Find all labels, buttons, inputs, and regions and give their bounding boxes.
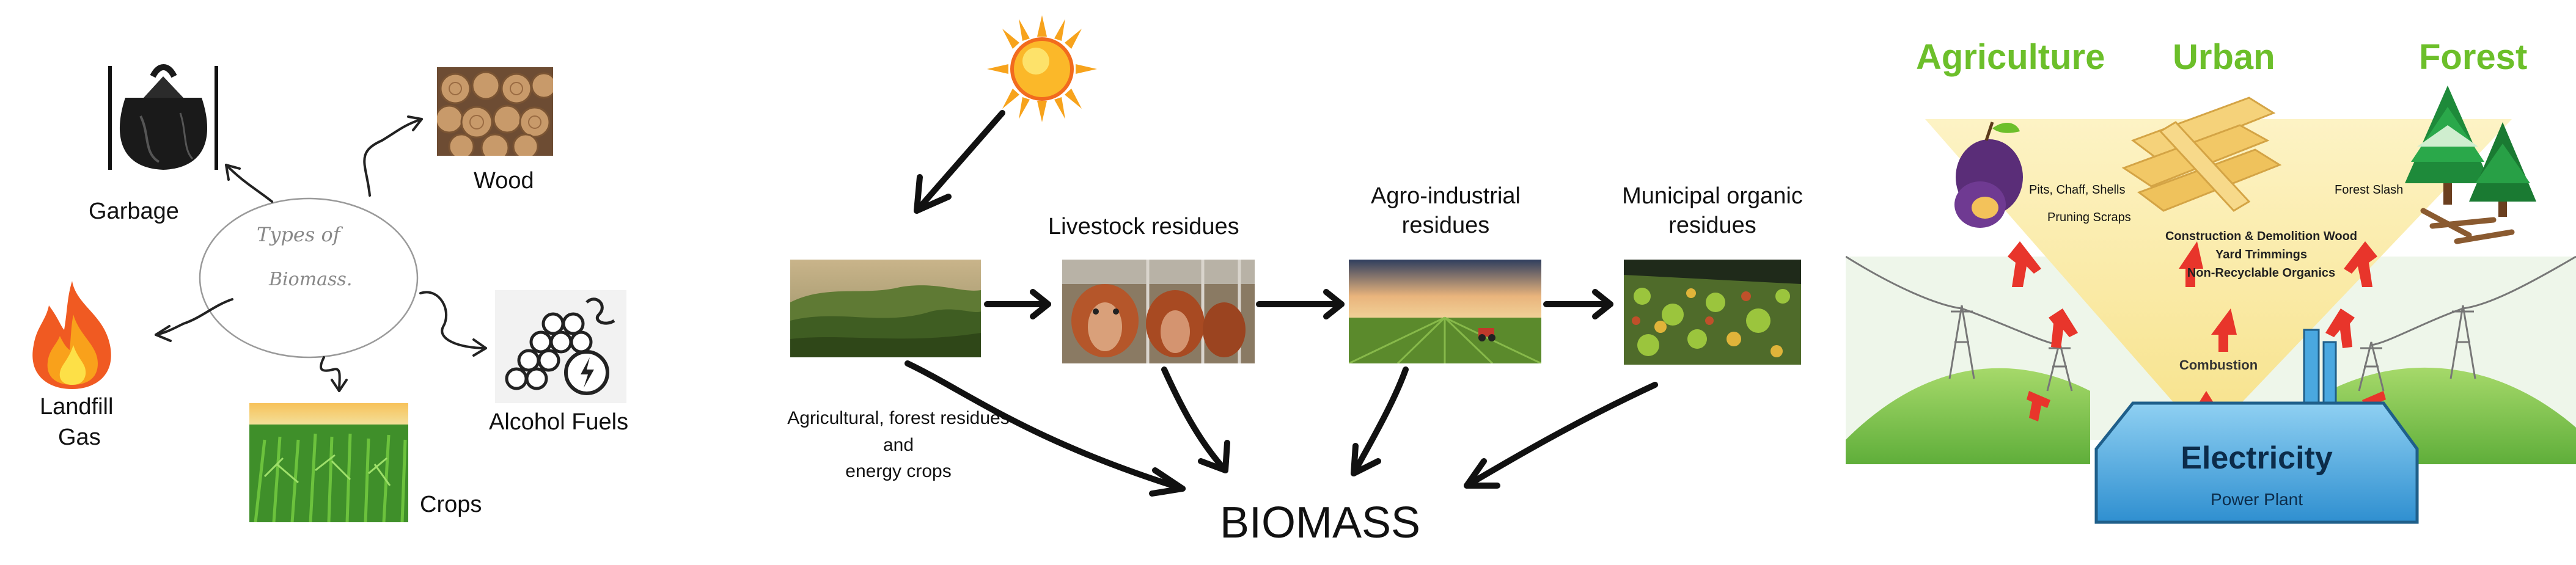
livestock-residues-label: Livestock residues xyxy=(1048,214,1239,239)
urban-item-nonrecyclable: Non-Recyclable Organics xyxy=(2187,266,2336,280)
garbage-label: Garbage xyxy=(89,199,179,224)
agri-item-pits: Pits, Chaff, Shells xyxy=(2029,183,2126,197)
agro-industrial-photo xyxy=(1349,260,1541,363)
landfill-label: Landfill xyxy=(40,394,114,420)
arrow-to-crops xyxy=(320,356,341,392)
arrow-to-fire xyxy=(155,298,233,336)
arrow-to-alcohol xyxy=(419,291,487,349)
funnel-shape xyxy=(1925,119,2512,440)
biomass-sources-flow-panel: Livestock residues Agro-industrial resid… xyxy=(709,0,1846,565)
municipal-organic-photo xyxy=(1624,260,1801,365)
alcohol-fuels-label: Alcohol Fuels xyxy=(489,409,629,435)
urban-heading: Urban xyxy=(2173,37,2275,77)
forest-item-slash: Forest Slash xyxy=(2335,183,2404,197)
electricity-diagram xyxy=(1846,86,2576,524)
center-note-line2: Biomass. xyxy=(269,269,353,290)
power-plant-label: Power Plant xyxy=(2211,490,2303,509)
urban-item-construction: Construction & Demolition Wood xyxy=(2165,230,2358,243)
combustion-label: Combustion xyxy=(2179,357,2258,373)
urban-item-yard: Yard Trimmings xyxy=(2215,248,2308,261)
municipal-organic-label-line2: residues xyxy=(1668,213,1756,238)
types-of-biomass-panel: Types of Biomass. Garbage Wood xyxy=(0,0,709,565)
trash-bag-icon xyxy=(107,61,220,174)
landfill-label-line2: Gas xyxy=(58,425,101,450)
power-plant-icon xyxy=(2094,329,2419,524)
crops-label: Crops xyxy=(420,492,482,517)
wood-label: Wood xyxy=(474,168,534,194)
corn-field-icon xyxy=(249,403,408,522)
agri-label-line3: energy crops xyxy=(845,461,952,481)
arrow-agri-to-biomass xyxy=(905,360,1186,492)
lumber-icon xyxy=(2121,97,2282,212)
agricultural-field-photo xyxy=(790,260,981,357)
arrow-to-garbage xyxy=(225,164,273,203)
livestock-photo xyxy=(1062,260,1255,363)
sun-icon xyxy=(981,15,1103,122)
biomass-electricity-panel: Agriculture Urban Forest Pits, Chaff, Sh… xyxy=(1846,0,2576,565)
arrow-livestock-to-biomass xyxy=(1161,366,1228,473)
arrow-agro-to-biomass xyxy=(1351,366,1409,476)
arrow-to-wood xyxy=(363,118,423,197)
grapes-energy-icon xyxy=(495,290,626,403)
agro-industrial-label: Agro-industrial xyxy=(1371,183,1521,209)
plum-icon xyxy=(1954,122,2023,228)
forest-trees-icon xyxy=(2405,86,2536,244)
agri-item-pruning: Pruning Scraps xyxy=(2047,211,2131,224)
municipal-organic-label: Municipal organic xyxy=(1622,183,1803,209)
arrow-municipal-to-biomass xyxy=(1464,382,1658,489)
center-ellipse xyxy=(199,197,419,359)
fire-icon xyxy=(18,278,125,391)
hand-drawn-arrows xyxy=(155,115,487,392)
agro-industrial-label-line2: residues xyxy=(1401,213,1490,238)
agri-label-line1: Agricultural, forest residues xyxy=(787,408,1010,428)
agriculture-heading: Agriculture xyxy=(1916,37,2105,77)
forest-heading: Forest xyxy=(2419,37,2528,77)
sun-arrow xyxy=(914,110,1005,214)
wood-logs-icon xyxy=(437,67,553,156)
electricity-label: Electricity xyxy=(2181,440,2333,476)
biomass-title: BIOMASS xyxy=(1219,498,1421,547)
flow-arrows xyxy=(905,110,1658,497)
center-note-line1: Types of xyxy=(257,223,340,246)
agri-label-line2: and xyxy=(883,435,914,455)
